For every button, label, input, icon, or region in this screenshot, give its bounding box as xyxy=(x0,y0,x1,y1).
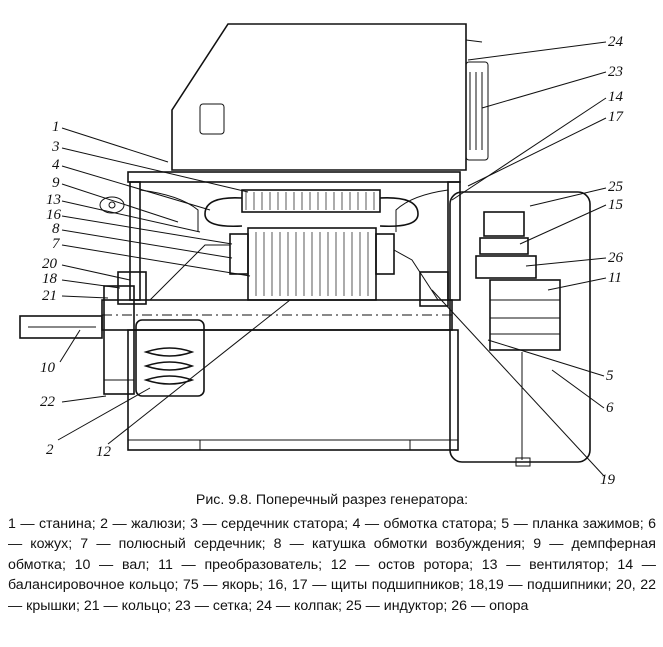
callout-labels: 1 3 4 9 13 16 8 7 20 18 21 10 22 2 12 24… xyxy=(40,34,625,485)
exciter-assembly xyxy=(419,191,591,467)
stator-core xyxy=(204,189,419,228)
callout-18: 18 xyxy=(42,271,58,287)
callout-11: 11 xyxy=(608,270,622,286)
rotor-pole xyxy=(149,227,439,301)
leader-lines xyxy=(57,41,607,477)
callout-12: 12 xyxy=(96,444,112,460)
callout-15: 15 xyxy=(608,197,624,213)
callout-20: 20 xyxy=(42,256,58,272)
caption-legend: 1 — станина; 2 — жалюзи; 3 — сердечник с… xyxy=(8,515,656,614)
callout-19: 19 xyxy=(600,472,616,485)
callout-5: 5 xyxy=(606,368,614,384)
callout-24: 24 xyxy=(608,34,624,50)
callout-2: 2 xyxy=(46,442,54,458)
callout-17: 17 xyxy=(608,109,625,125)
stator-winding-left xyxy=(204,197,243,228)
callout-1: 1 xyxy=(52,119,60,135)
callout-16: 16 xyxy=(46,207,62,223)
callout-3: 3 xyxy=(51,139,60,155)
field-coil-right xyxy=(375,233,395,275)
base-louvres xyxy=(127,319,459,451)
callout-9: 9 xyxy=(52,175,60,191)
callout-25: 25 xyxy=(608,179,624,195)
shaft xyxy=(19,299,453,339)
callout-13: 13 xyxy=(46,192,61,208)
callout-6: 6 xyxy=(606,400,614,416)
callout-8: 8 xyxy=(52,221,60,237)
callout-23: 23 xyxy=(608,64,623,80)
stator-winding-right xyxy=(379,197,419,228)
callout-22: 22 xyxy=(40,394,56,410)
callout-14: 14 xyxy=(608,89,624,105)
hood-grille xyxy=(465,61,489,161)
figure-caption: Рис. 9.8. Поперечный разрез генератора: … xyxy=(8,490,656,616)
callout-10: 10 xyxy=(40,360,56,376)
caption-title: Рис. 9.8. Поперечный разрез генератора: xyxy=(195,492,469,508)
field-coil-left xyxy=(229,233,249,275)
callout-26: 26 xyxy=(608,250,624,266)
callout-4: 4 xyxy=(52,157,60,173)
callout-21: 21 xyxy=(42,288,57,304)
generator-cross-section-drawing: 1 3 4 9 13 16 8 7 20 18 21 10 22 2 12 24… xyxy=(19,23,625,485)
callout-7: 7 xyxy=(52,236,61,252)
hood xyxy=(171,23,489,171)
